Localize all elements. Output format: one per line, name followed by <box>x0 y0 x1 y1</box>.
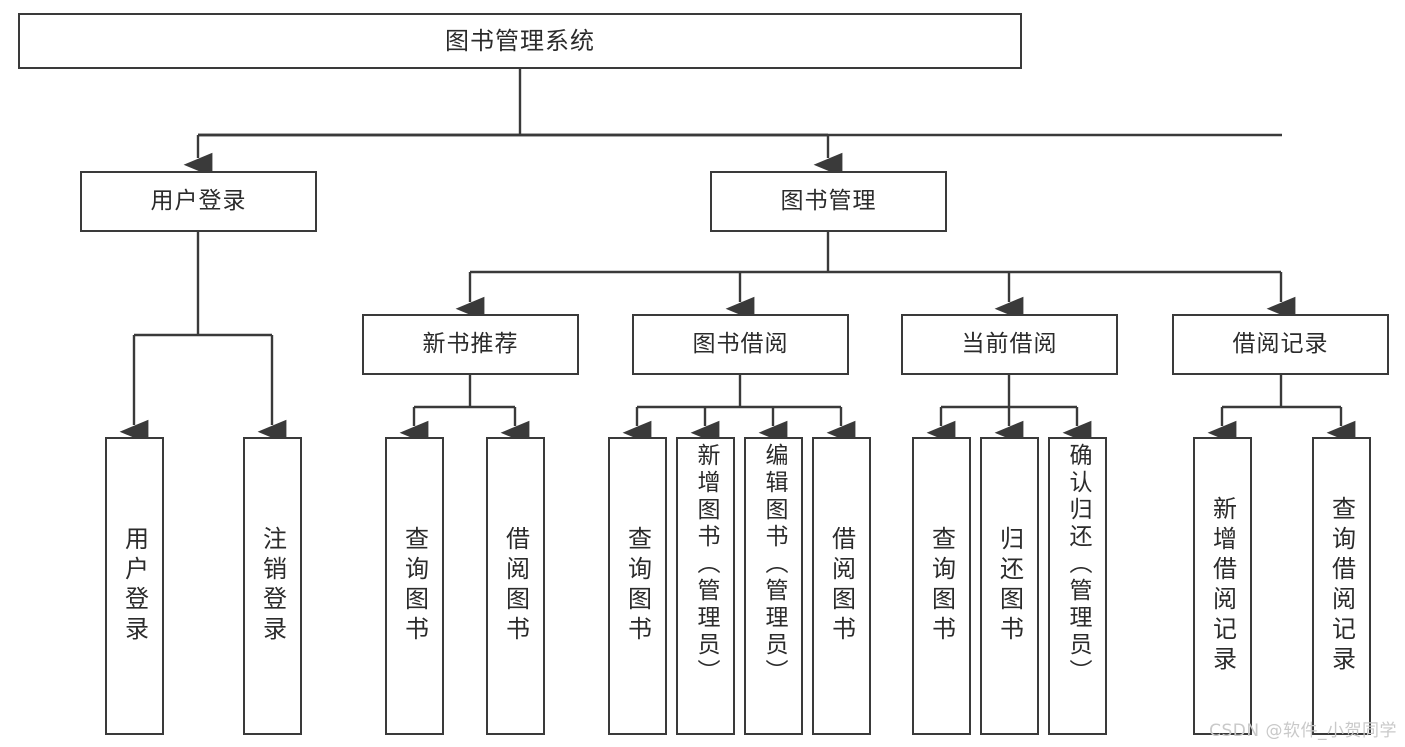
leaf-query-book-current[interactable]: 查询图书 <box>912 437 971 735</box>
leaf-query-book-borrow[interactable]: 查询图书 <box>608 437 667 735</box>
node-label: 借阅图书 <box>827 526 856 646</box>
node-book-borrow[interactable]: 图书借阅 <box>632 314 849 375</box>
node-book-management[interactable]: 图书管理 <box>710 171 947 232</box>
node-label: 确认归还（管理员） <box>1065 443 1091 686</box>
leaf-user-login[interactable]: 用户登录 <box>105 437 164 735</box>
node-label: 查询图书 <box>400 526 429 646</box>
node-label: 图书借阅 <box>692 330 789 357</box>
node-label: 查询图书 <box>623 526 652 646</box>
leaf-query-borrow-record[interactable]: 查询借阅记录 <box>1312 437 1371 735</box>
node-label: 当前借阅 <box>961 330 1058 357</box>
node-borrow-record[interactable]: 借阅记录 <box>1172 314 1389 375</box>
leaf-add-book-admin[interactable]: 新增图书（管理员） <box>676 437 735 735</box>
node-label: 借阅记录 <box>1232 330 1329 357</box>
node-label: 编辑图书（管理员） <box>761 443 787 686</box>
node-user-login[interactable]: 用户登录 <box>80 171 317 232</box>
leaf-query-book-recommend[interactable]: 查询图书 <box>385 437 444 735</box>
node-label: 查询图书 <box>927 526 956 646</box>
node-label: 用户登录 <box>150 187 247 214</box>
node-label: 新增图书（管理员） <box>693 443 719 686</box>
node-label: 查询借阅记录 <box>1327 496 1356 676</box>
leaf-confirm-return-admin[interactable]: 确认归还（管理员） <box>1048 437 1107 735</box>
leaf-logout[interactable]: 注销登录 <box>243 437 302 735</box>
leaf-borrow-book[interactable]: 借阅图书 <box>812 437 871 735</box>
node-label: 新书推荐 <box>422 330 519 357</box>
node-label: 新增借阅记录 <box>1208 496 1237 676</box>
node-label: 注销登录 <box>258 526 287 646</box>
leaf-add-borrow-record[interactable]: 新增借阅记录 <box>1193 437 1252 735</box>
node-current-borrow[interactable]: 当前借阅 <box>901 314 1118 375</box>
leaf-return-book[interactable]: 归还图书 <box>980 437 1039 735</box>
node-label: 图书管理 <box>780 187 877 214</box>
leaf-edit-book-admin[interactable]: 编辑图书（管理员） <box>744 437 803 735</box>
node-root-book-management-system[interactable]: 图书管理系统 <box>18 13 1022 69</box>
node-new-book-recommend[interactable]: 新书推荐 <box>362 314 579 375</box>
csdn-watermark: CSDN @软件_小贺同学 <box>1209 721 1397 741</box>
node-label: 归还图书 <box>995 526 1024 646</box>
node-label: 借阅图书 <box>501 526 530 646</box>
leaf-borrow-book-recommend[interactable]: 借阅图书 <box>486 437 545 735</box>
node-label: 用户登录 <box>120 526 149 646</box>
node-label: 图书管理系统 <box>445 26 595 55</box>
